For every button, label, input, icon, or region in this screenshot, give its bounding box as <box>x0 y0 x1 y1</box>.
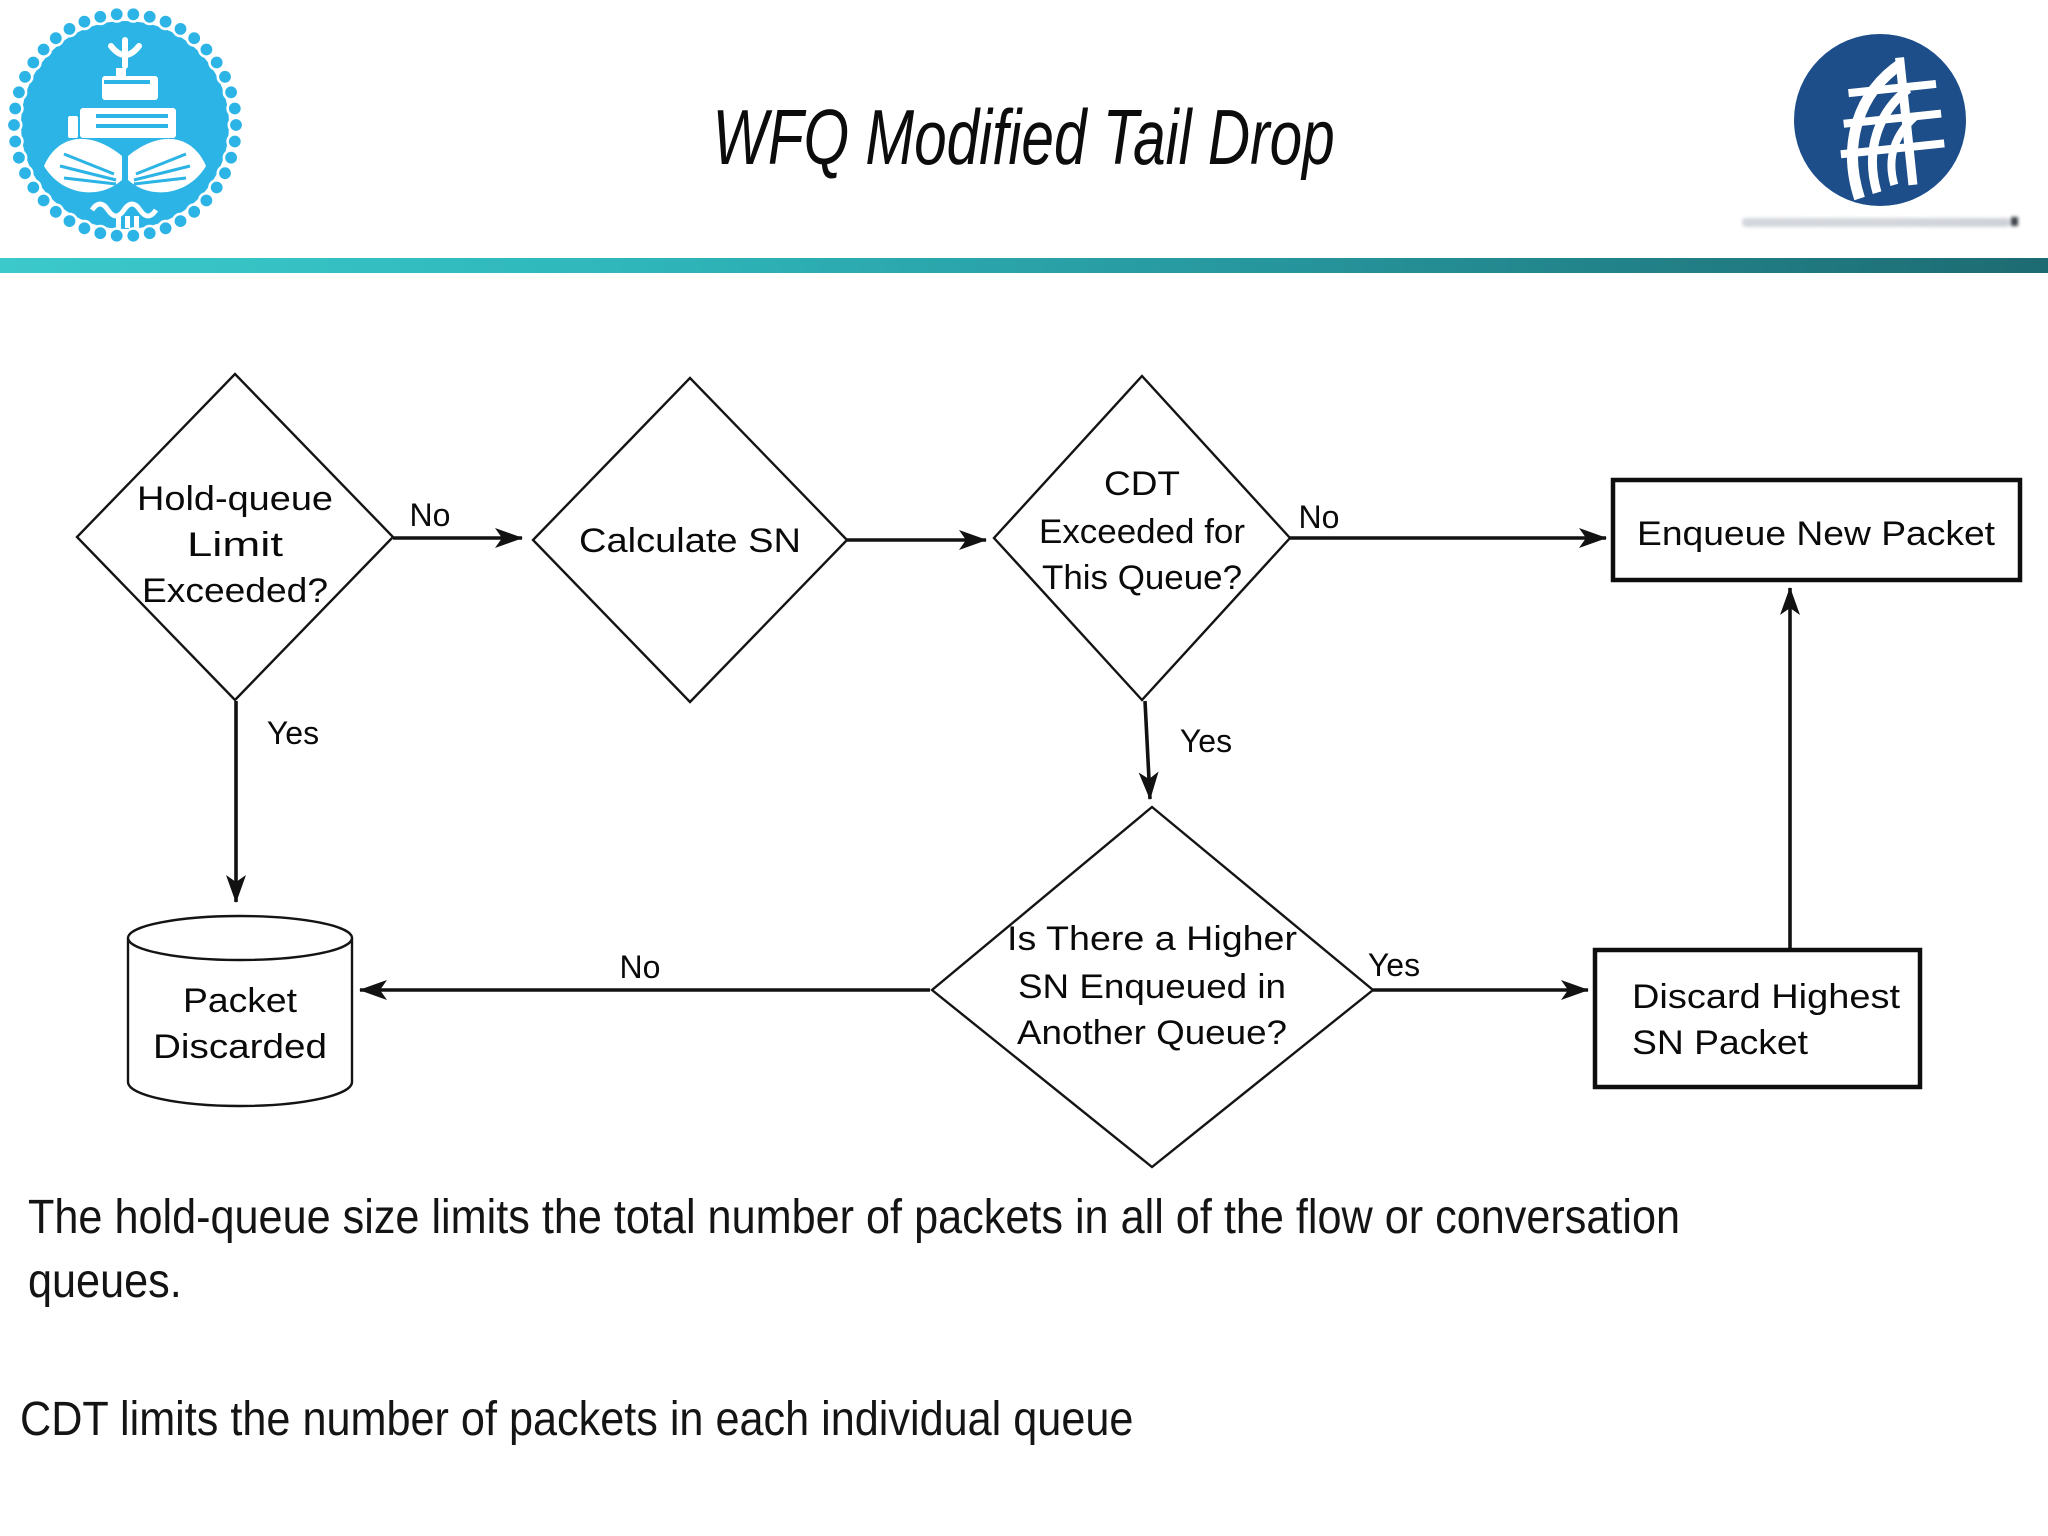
node-hold-queue-label: Hold-queue Limit Exceeded? <box>137 480 333 610</box>
edge-label-cdt-yes: Yes <box>1180 723 1232 759</box>
svg-text:Discarded: Discarded <box>153 1028 327 1066</box>
node-packet-discarded-label: Packet Discarded <box>153 982 327 1066</box>
svg-text:SN Enqueued in: SN Enqueued in <box>1018 968 1286 1006</box>
arrow-cdt-yes <box>1138 700 1159 800</box>
node-cdt-label: CDT Exceeded for This Queue? <box>1039 465 1245 597</box>
node-higher-sn-diamond <box>930 805 1375 1169</box>
svg-text:Discard Highest: Discard Highest <box>1632 978 1901 1016</box>
node-enqueue-box <box>1610 477 2023 583</box>
edge-label-hold-yes: Yes <box>267 715 319 751</box>
svg-text:CDT: CDT <box>1104 465 1180 503</box>
node-hold-queue-diamond <box>75 372 395 702</box>
emblem-wing-hatch <box>59 80 191 186</box>
node-higher-sn-label: Is There a Higher SN Enqueued in Another… <box>1007 920 1297 1052</box>
divider-bar <box>0 258 2048 273</box>
page-title-text: WFQ Modified Tail Drop <box>712 93 1336 181</box>
node-packet-discarded-cylinder-top <box>126 914 354 962</box>
svg-text:SN Packet: SN Packet <box>1632 1024 1809 1062</box>
node-calculate-sn-label: Calculate SN <box>579 522 801 560</box>
svg-text:Another Queue?: Another Queue? <box>1017 1014 1287 1052</box>
svg-text:Hold-queue: Hold-queue <box>137 480 333 518</box>
node-packet-discarded-cylinder-body <box>126 938 354 1108</box>
svg-text:Exceeded?: Exceeded? <box>142 572 328 610</box>
logo-caption-illegible <box>1742 218 2010 227</box>
edge-label-hold-no: No <box>410 497 451 533</box>
university-of-tehran-logo-icon <box>5 5 245 245</box>
node-enqueue-label: Enqueue New Packet <box>1637 515 1996 553</box>
edge-label-cdt-no: No <box>1299 499 1340 535</box>
svg-text:This Queue?: This Queue? <box>1042 559 1242 597</box>
logo-sail-grid <box>1840 57 1945 201</box>
organization-logo-icon <box>1794 34 1966 206</box>
edge-label-higher-no: No <box>620 949 661 985</box>
node-cdt-diamond <box>992 374 1292 702</box>
page-title: WFQ Modified Tail Drop <box>0 92 2048 183</box>
svg-text:Limit: Limit <box>187 526 284 564</box>
emblem-bead-ring <box>5 5 245 245</box>
node-calculate-sn-diamond <box>531 376 849 704</box>
edge-label-higher-yes: Yes <box>1368 947 1420 983</box>
note-cdt: CDT limits the number of packets in each… <box>20 1393 1134 1446</box>
node-discard-label: Discard Highest SN Packet <box>1632 978 1901 1062</box>
svg-text:Exceeded for: Exceeded for <box>1039 513 1245 551</box>
note-hold-queue: The hold-queue size limits the total num… <box>28 1191 1681 1308</box>
node-discard-box <box>1592 947 1923 1090</box>
svg-text:Is There a Higher: Is There a Higher <box>1007 920 1297 958</box>
svg-text:Packet: Packet <box>183 982 298 1020</box>
